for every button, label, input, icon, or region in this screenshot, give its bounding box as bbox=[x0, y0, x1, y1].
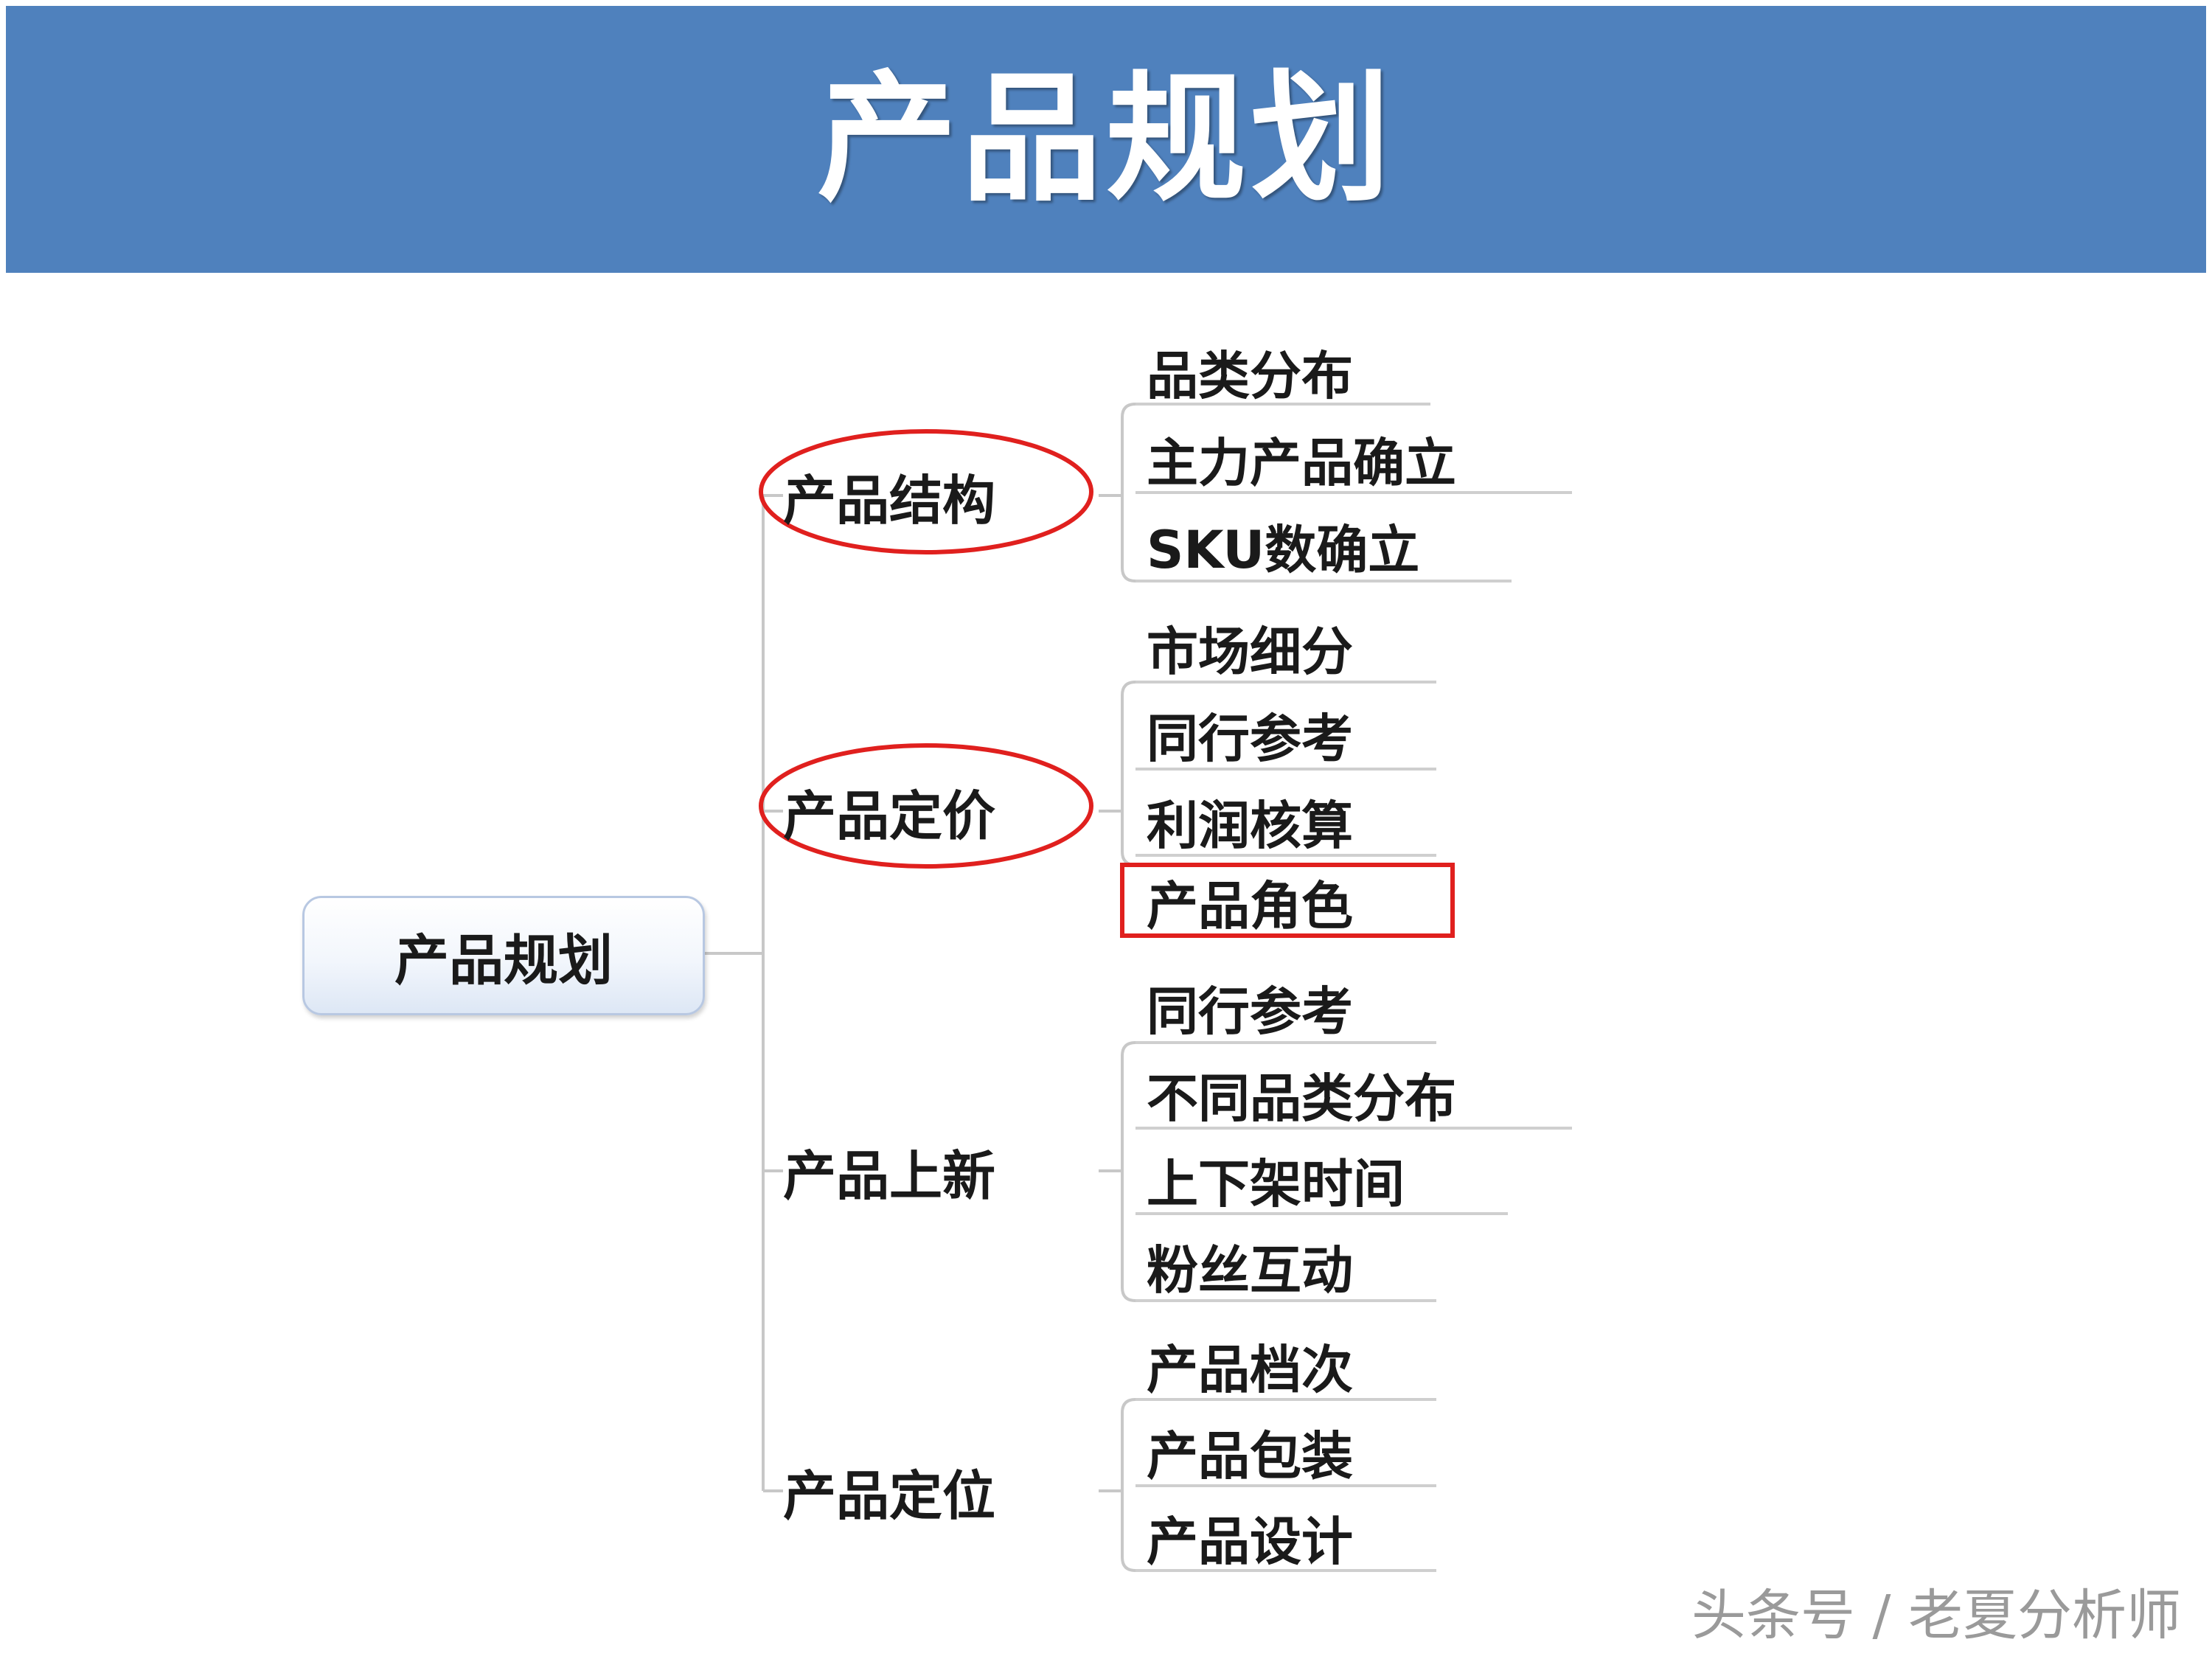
title-banner: 产品规划 bbox=[6, 6, 2206, 273]
highlight-ellipse bbox=[759, 429, 1093, 554]
leaf-node: 粉丝互动 bbox=[1147, 1239, 1353, 1301]
leaf-node: 上下架时间 bbox=[1147, 1153, 1405, 1214]
branch-product-structure: 产品结构 bbox=[783, 469, 996, 532]
leaf-node: 同行参考 bbox=[1147, 981, 1353, 1042]
leaf-node: 品类分布 bbox=[1147, 345, 1353, 406]
root-node: 产品规划 bbox=[302, 896, 705, 1015]
leaf-node: 主力产品确立 bbox=[1147, 432, 1456, 493]
leaf-node-highlighted: 产品角色 bbox=[1147, 875, 1353, 936]
leaf-node: SKU数确立 bbox=[1147, 519, 1420, 580]
branch-product-launch: 产品上新 bbox=[783, 1144, 996, 1207]
sub-bracket bbox=[1121, 1398, 1136, 1572]
sub-bracket bbox=[1121, 681, 1136, 866]
leaf-node: 产品档次 bbox=[1147, 1339, 1353, 1400]
sub-bracket bbox=[1121, 403, 1136, 582]
leaf-node: 市场细分 bbox=[1147, 621, 1353, 682]
highlight-box bbox=[1120, 863, 1455, 938]
leaf-node: 不同品类分布 bbox=[1147, 1068, 1456, 1129]
page-title: 产品规划 bbox=[816, 58, 1395, 220]
sub-bracket bbox=[1121, 1041, 1136, 1302]
leaf-node: 产品包装 bbox=[1147, 1425, 1353, 1486]
leaf-node: 同行参考 bbox=[1147, 708, 1353, 769]
leaf-node: 利润核算 bbox=[1147, 795, 1353, 856]
watermark: 头条号 / 老夏分析师 bbox=[1691, 1584, 2181, 1647]
branch-product-pricing: 产品定价 bbox=[783, 785, 996, 847]
highlight-ellipse bbox=[759, 743, 1093, 869]
branch-product-positioning: 产品定位 bbox=[783, 1464, 996, 1527]
leaf-node: 产品设计 bbox=[1147, 1511, 1353, 1572]
